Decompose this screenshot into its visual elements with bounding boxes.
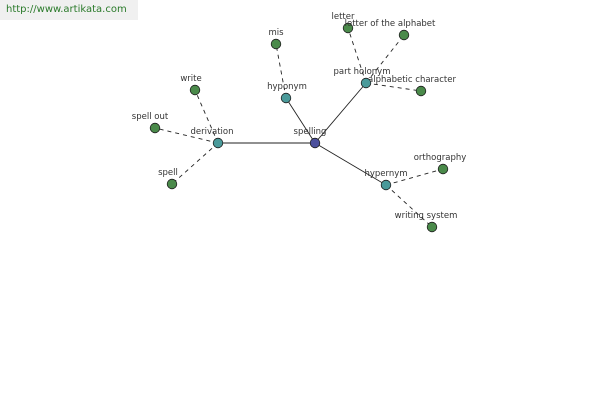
source-url-link[interactable]: http://www.artikata.com [0,0,138,20]
node-alphabetic-character[interactable]: alphabetic character [368,75,456,97]
leaf-node-dot[interactable] [189,84,201,96]
edge-spelling-hyponym [285,97,316,144]
node-label-spelling: spelling [294,127,327,137]
node-letter-of-the-alphabet[interactable]: letter of the alphabet [345,19,436,41]
relation-node-dot[interactable] [360,77,372,89]
edge-spelling-part-holonym [314,82,367,144]
node-orthography[interactable]: orthography [414,153,467,175]
edge-derivation-write [194,89,219,144]
node-letter[interactable]: letter [332,12,355,34]
graph-edges [154,27,444,228]
edge-hypernym-orthography [385,168,444,186]
leaf-node-dot[interactable] [398,29,410,41]
edge-part-holonym-letter [347,27,367,84]
node-label-letter: letter [332,12,355,22]
relation-node-dot[interactable] [380,179,392,191]
node-label-orthography: orthography [414,153,467,163]
node-hypernym[interactable]: hypernym [364,169,408,191]
node-spell[interactable]: spell [158,168,178,190]
node-hyponym[interactable]: hyponym [267,82,307,104]
leaf-node-dot[interactable] [415,85,427,97]
edge-hyponym-mis [275,43,287,99]
leaf-node-dot[interactable] [270,38,282,50]
node-label-write: write [180,74,201,84]
leaf-node-dot[interactable] [342,22,354,34]
node-label-derivation: derivation [190,127,233,137]
node-label-hyponym: hyponym [267,82,307,92]
edge-hypernym-writing-system [385,184,433,228]
edge-derivation-spell [171,142,219,185]
node-label-mis: mis [268,28,284,38]
root-node-dot[interactable] [309,137,321,149]
node-spelling[interactable]: spelling [294,127,327,149]
node-part-holonym[interactable]: part holonym [334,67,391,89]
node-label-spell: spell [158,168,178,178]
node-mis[interactable]: mis [268,28,284,50]
leaf-node-dot[interactable] [426,221,438,233]
node-label-part-holonym: part holonym [334,67,391,77]
leaf-node-dot[interactable] [149,122,161,134]
edge-derivation-spell-out [154,127,219,144]
node-spell-out[interactable]: spell out [132,112,169,134]
relation-node-dot[interactable] [212,137,224,149]
node-label-letter-of-the-alphabet: letter of the alphabet [345,19,436,29]
node-write[interactable]: write [180,74,202,96]
node-label-spell-out: spell out [132,112,169,122]
leaf-node-dot[interactable] [166,178,178,190]
node-label-alphabetic-character: alphabetic character [368,75,456,85]
leaf-node-dot[interactable] [437,163,449,175]
relation-node-dot[interactable] [280,92,292,104]
edge-part-holonym-letter-of-the-alphabet [365,34,405,84]
edge-spelling-hypernym [314,142,387,186]
node-derivation[interactable]: derivation [190,127,234,149]
node-writing-system[interactable]: writing system [395,211,458,233]
edge-part-holonym-alphabetic-character [365,82,422,92]
node-label-writing-system: writing system [395,211,458,221]
node-label-hypernym: hypernym [364,169,407,179]
